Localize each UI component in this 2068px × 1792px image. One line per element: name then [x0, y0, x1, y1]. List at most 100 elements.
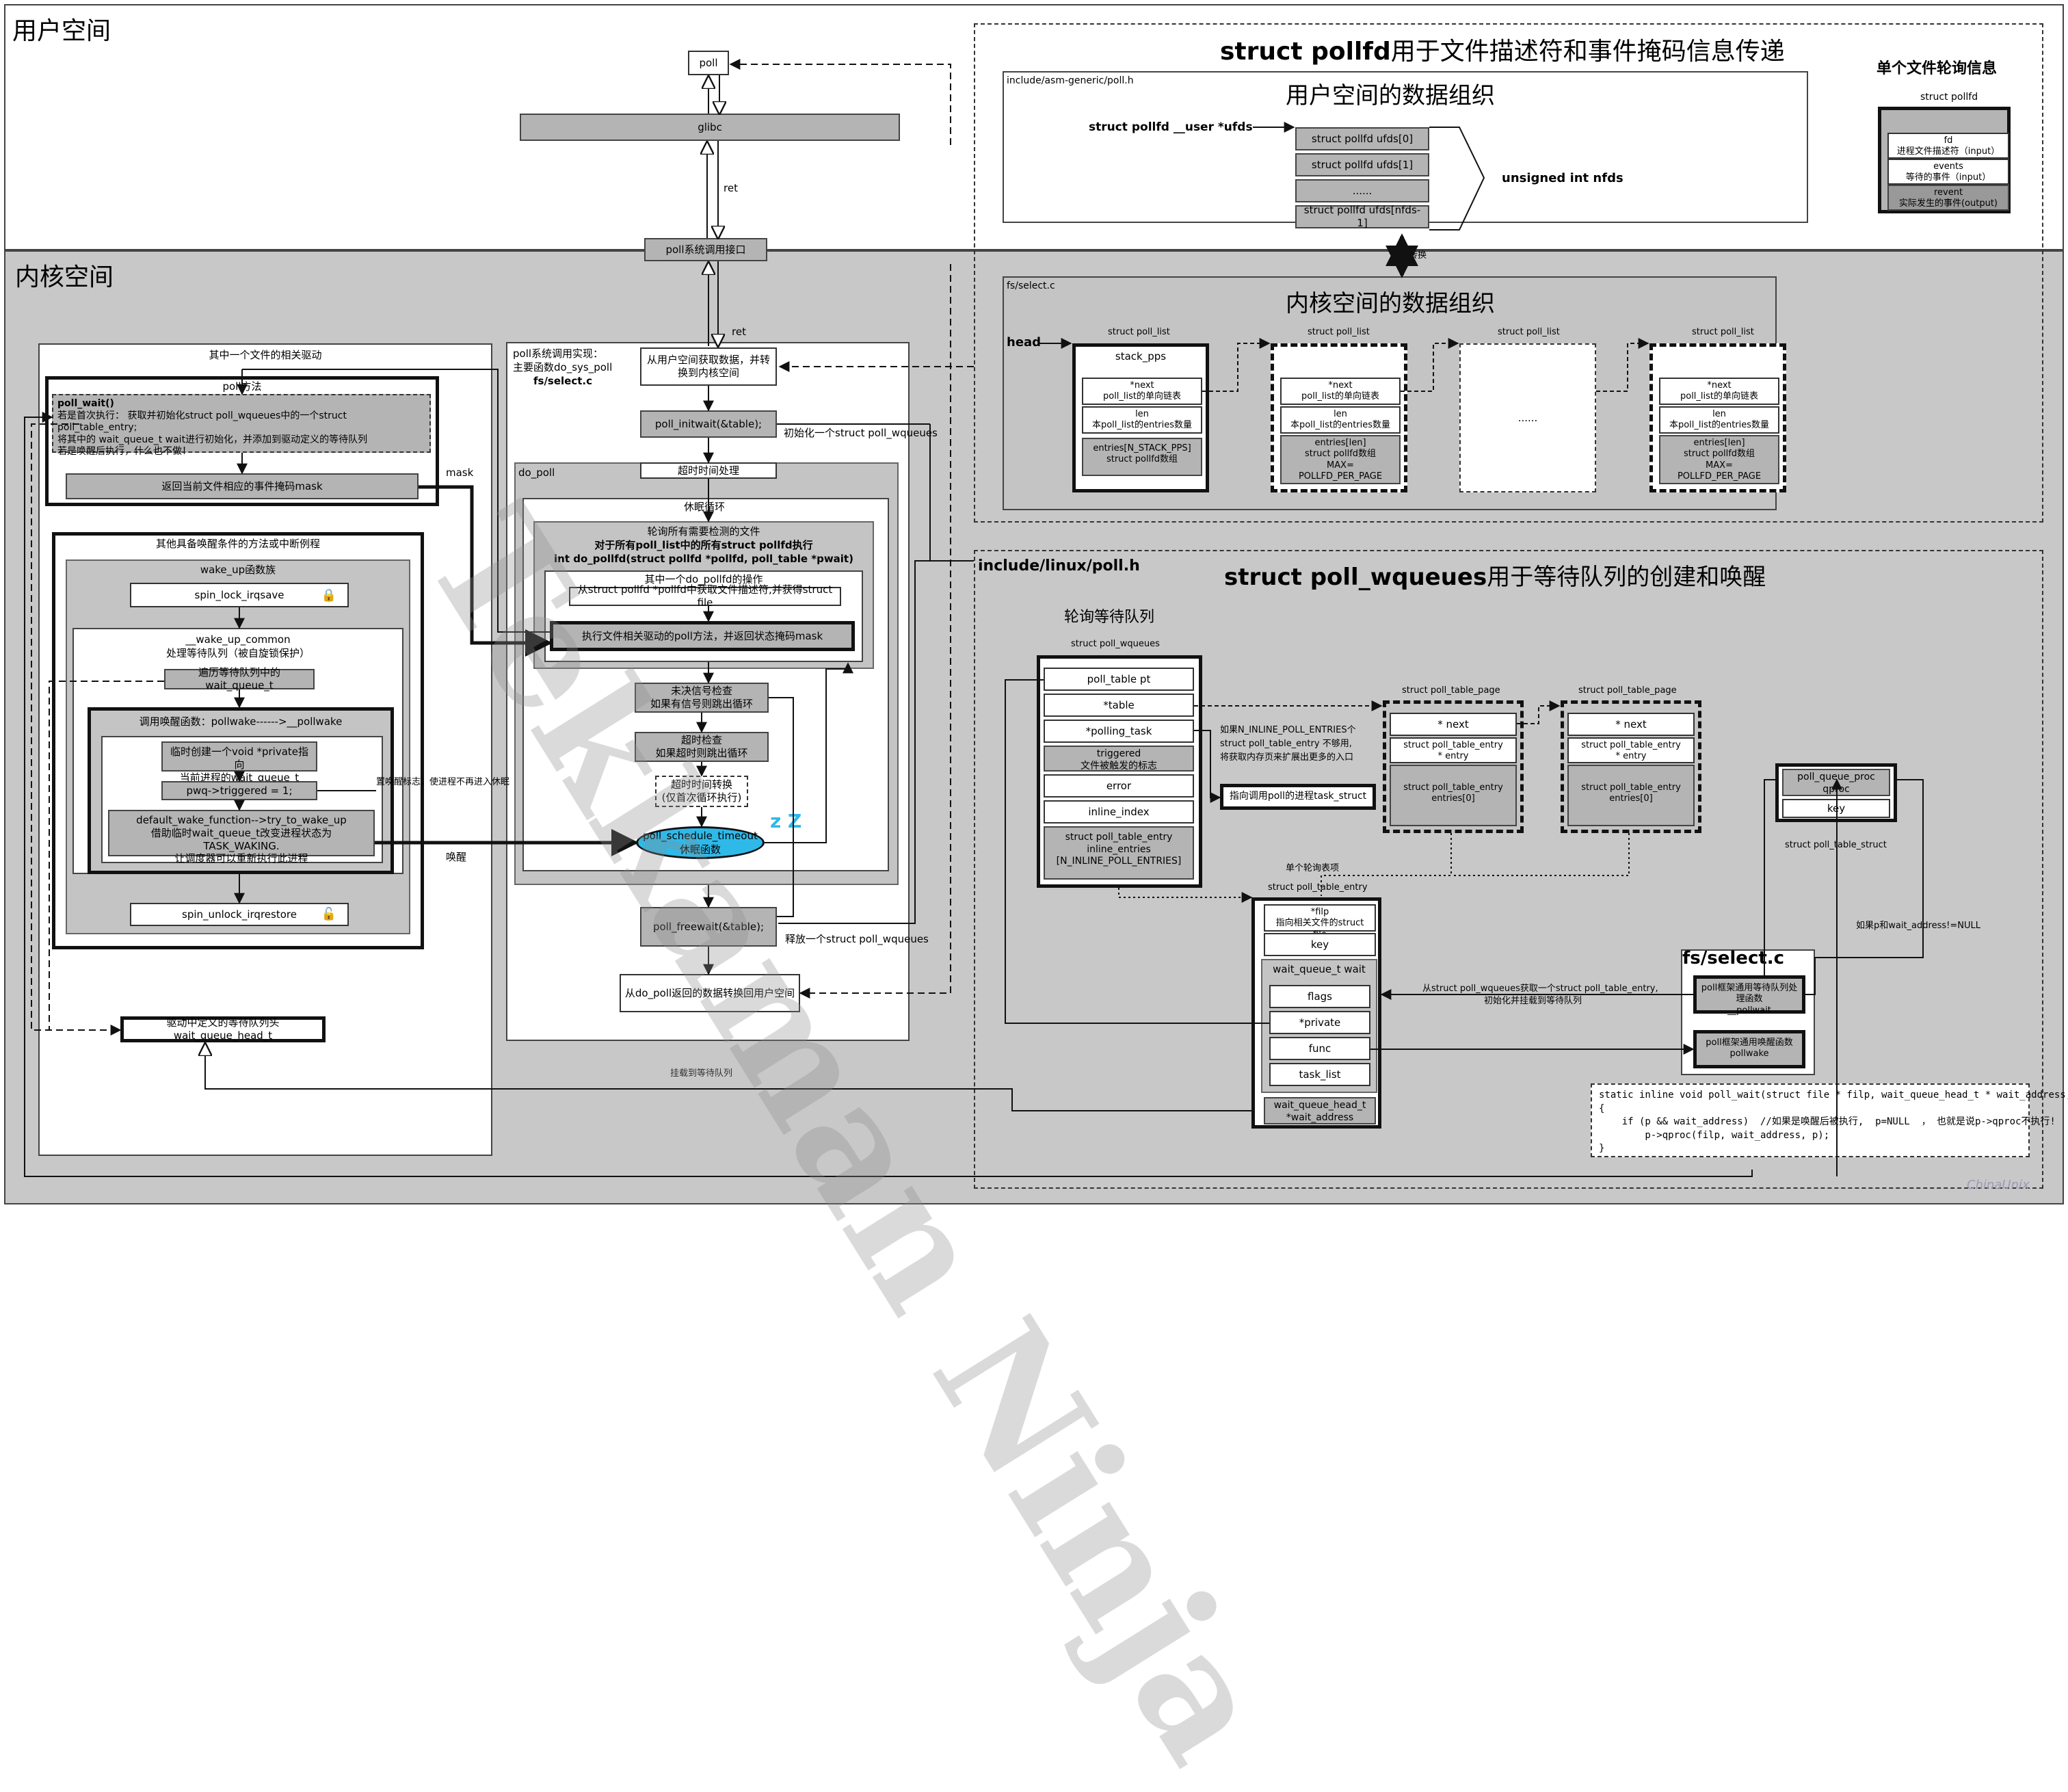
no-sleep-label: 置唤醒标志，使进程不再进入休眠	[376, 777, 510, 787]
ptp-label-1: struct poll_table_page	[1402, 685, 1500, 696]
default-wake-2: 借助临时wait_queue_t改变进程状态为 TASK_WAKING.	[150, 826, 332, 852]
fd-field: fd 进程文件描述符（input）	[1887, 133, 2009, 159]
pte-wait-address: wait_queue_head_t*wait_address	[1264, 1097, 1376, 1124]
pts-key: key	[1782, 799, 1890, 818]
wq-note-1: 如果N_INLINE_POLL_ENTRIES个	[1220, 725, 1356, 735]
wake-common-1: __wake_up_common	[185, 633, 291, 646]
code-line-4: p->qproc(filp, wait_address, p);	[1599, 1129, 1830, 1141]
return-mask-box: 返回当前文件相应的事件掩码mask	[66, 473, 419, 499]
revent-name: revent	[1933, 187, 1963, 198]
wq-path: include/linux/poll.h	[978, 557, 1140, 575]
poll-list-dots: ......	[1459, 343, 1596, 492]
wq-note-3: 将获取内存页来扩展出更多的入口	[1220, 752, 1354, 763]
default-wake-box: default_wake_function-->try_to_wake_up 借…	[108, 810, 375, 865]
stack-pps-label: stack_pps	[1115, 350, 1167, 363]
wait-task-list: task_list	[1269, 1063, 1370, 1086]
spin-unlock-box: spin_unlock_irqrestore 🔓	[130, 903, 349, 926]
wq-error: error	[1044, 774, 1194, 798]
wq-title-bold: struct poll_wqueues	[1224, 564, 1487, 591]
pts-label: struct poll_table_struct	[1785, 840, 1887, 850]
pl2-max-val: POLLFD_PER_PAGE	[1298, 471, 1383, 482]
get-entry-2: 初始化并挂载到等待队列	[1484, 996, 1582, 1006]
ufds-1: struct pollfd ufds[1]	[1295, 153, 1429, 176]
pwq-triggered-box: pwq->triggered = 1;	[161, 781, 317, 800]
wakeup-family-label: wake_up函数族	[200, 564, 276, 576]
initwait-note: 初始化一个struct poll_wqueues	[784, 427, 938, 439]
wq-triggered-name: triggered	[1096, 748, 1141, 759]
wake-label: 唤醒	[446, 851, 467, 863]
user-data-title: 用户空间的数据组织	[1286, 82, 1495, 109]
pollfd-title: struct pollfd用于文件描述符和事件掩码信息传递	[1220, 31, 1785, 67]
code-line-3: if (p && wait_address) //如果是唤醒后被执行, p=NU…	[1599, 1116, 2056, 1128]
struct-pollfd-label: struct pollfd	[1920, 92, 1978, 103]
pte-filp-name: *filp	[1310, 907, 1329, 917]
pl4-max: MAX=	[1706, 460, 1733, 471]
wq-inline-2: inline_entries	[1087, 843, 1151, 855]
spin-lock-label: spin_lock_irqsave	[194, 588, 284, 601]
syscall-interface-box: poll系统调用接口	[644, 238, 767, 261]
user-space-label: 用户空间	[12, 17, 111, 45]
impl-header-1: poll系统调用实现：	[513, 347, 604, 360]
pl2-len-name: len	[1334, 409, 1347, 419]
pts-qproc-2: qproc	[1822, 783, 1850, 795]
pollwait-box: poll框架通用等待队列处理函数__pollwait	[1693, 975, 1805, 1016]
single-item-label: 单个轮询表项	[1286, 863, 1340, 873]
pollwake-1: poll框架通用唤醒函数	[1706, 1038, 1793, 1048]
pl1-next-desc: poll_list的单向链表	[1102, 391, 1182, 402]
ptp1-entries-2: entries[0]	[1431, 793, 1475, 804]
wq-inline-index: inline_index	[1044, 800, 1194, 823]
struct-wq-label: struct poll_wqueues	[1071, 639, 1160, 649]
poll-wq-label: 轮询等待队列	[1064, 609, 1155, 626]
pl4-entries-desc: struct pollfd数组	[1683, 449, 1755, 460]
pollwait-2: __pollwait	[1727, 1005, 1771, 1016]
wq-title: struct poll_wqueues用于等待队列的创建和唤醒	[1224, 558, 1766, 592]
pl4-len-desc: 本poll_list的entries数量	[1669, 420, 1770, 431]
lock-icon: 🔒	[321, 588, 336, 603]
wq-title-rest: 用于等待队列的创建和唤醒	[1487, 564, 1766, 591]
pl4-entries-name: entries[len]	[1693, 438, 1745, 448]
pl-label-2: struct poll_list	[1308, 327, 1370, 337]
default-wake-3: 让调度器可以重新执行此进程	[174, 852, 308, 865]
spin-unlock-label: spin_unlock_irqrestore	[182, 908, 297, 921]
events-field: events 等待的事件（input）	[1887, 159, 2009, 185]
pte-wait-address-2: *wait_address	[1286, 1111, 1354, 1123]
kernel-data-path: fs/select.c	[1007, 280, 1055, 291]
ufds-0: struct pollfd ufds[0]	[1295, 127, 1429, 150]
pl-label-4: struct poll_list	[1692, 327, 1754, 337]
ufds-n: struct pollfd ufds[nfds-1]	[1295, 204, 1429, 229]
pte-key: key	[1264, 933, 1376, 956]
poll-wait-box: poll_wait() 若是首次执行： 获取并初始化struct poll_wq…	[52, 394, 431, 457]
unlock-icon: 🔓	[321, 907, 336, 921]
fd-desc: 进程文件描述符（input）	[1896, 146, 2000, 157]
ptp1-entry-2: * entry	[1437, 751, 1469, 762]
poll-all-1: 轮询所有需要检测的文件	[647, 525, 760, 538]
code-line-1: static inline void poll_wait(struct file…	[1599, 1090, 2068, 1101]
pl2-max: MAX=	[1327, 460, 1354, 471]
ptp1-entry-1: struct poll_table_entry	[1403, 740, 1503, 750]
ptp2-entries-1: struct poll_table_entry	[1581, 782, 1681, 793]
events-name: events	[1933, 161, 1963, 172]
code-line-5: }	[1599, 1143, 1605, 1155]
pl2-len-desc: 本poll_list的entries数量	[1290, 420, 1391, 431]
poll-wait-line-2: 将其中的 wait_queue_t wait进行初始化，并添加到驱动定义的等待队…	[57, 434, 368, 445]
null-note: 如果p和wait_address!=NULL	[1856, 921, 1980, 931]
pollwait-1: poll框架通用等待队列处理函数	[1701, 983, 1798, 1005]
kernel-data-title: 内核空间的数据组织	[1286, 290, 1495, 317]
copy-from-user-box: 从用户空间获取数据，并转换到内核空间	[640, 347, 777, 386]
chinaunix-logo: ChinaUnix	[1967, 1178, 2030, 1192]
impl-header-3: fs/select.c	[533, 375, 593, 387]
pl4-next-desc: poll_list的单向链表	[1680, 391, 1759, 402]
ret-label-1: ret	[724, 182, 738, 194]
mask-label: mask	[446, 466, 474, 479]
pl-label-1: struct poll_list	[1108, 327, 1170, 337]
wait-flags: flags	[1269, 985, 1370, 1008]
